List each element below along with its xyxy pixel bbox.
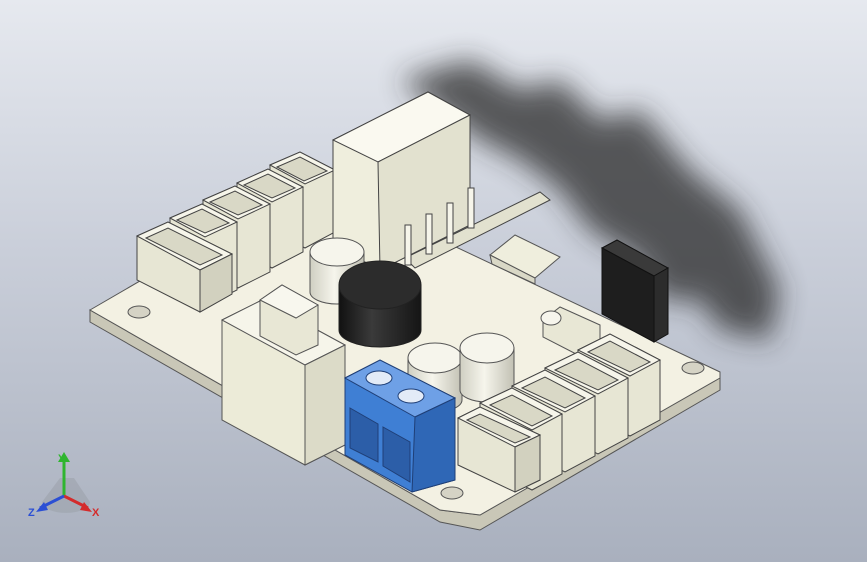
drop-shadow	[400, 60, 780, 340]
y-axis-arrow	[58, 452, 70, 462]
header-pin	[404, 224, 412, 266]
switch-block[interactable]	[220, 284, 347, 466]
header-socket	[135, 221, 234, 313]
y-axis-label: Y	[58, 453, 66, 465]
axis-triad[interactable]: Y X Z	[28, 452, 100, 519]
terminal-screw[interactable]	[365, 370, 393, 386]
connector-header-left[interactable]	[135, 151, 337, 313]
capacitor-black[interactable]	[338, 260, 422, 348]
header-pin	[425, 213, 433, 255]
header-pin	[446, 202, 454, 244]
mounting-hole-bottom	[440, 486, 464, 500]
header-pin	[467, 187, 475, 229]
terminal-block[interactable]	[343, 359, 457, 493]
pin-header[interactable]	[404, 187, 551, 269]
header-socket	[456, 406, 542, 493]
terminal-screw[interactable]	[397, 388, 425, 404]
mounting-hole-left	[127, 305, 151, 319]
z-axis-label: Z	[28, 507, 35, 519]
small-white-component[interactable]	[540, 306, 601, 357]
x-axis-arrow	[80, 502, 92, 512]
capacitor-white-front-2[interactable]	[459, 332, 515, 403]
voltage-regulator[interactable]	[489, 234, 561, 285]
x-axis-label: X	[92, 507, 100, 519]
black-ic-chip[interactable]	[600, 239, 670, 343]
push-button[interactable]	[259, 284, 320, 356]
mounting-hole-right	[681, 361, 705, 375]
connector-header-right[interactable]	[456, 333, 662, 493]
z-axis-arrow	[36, 502, 48, 512]
